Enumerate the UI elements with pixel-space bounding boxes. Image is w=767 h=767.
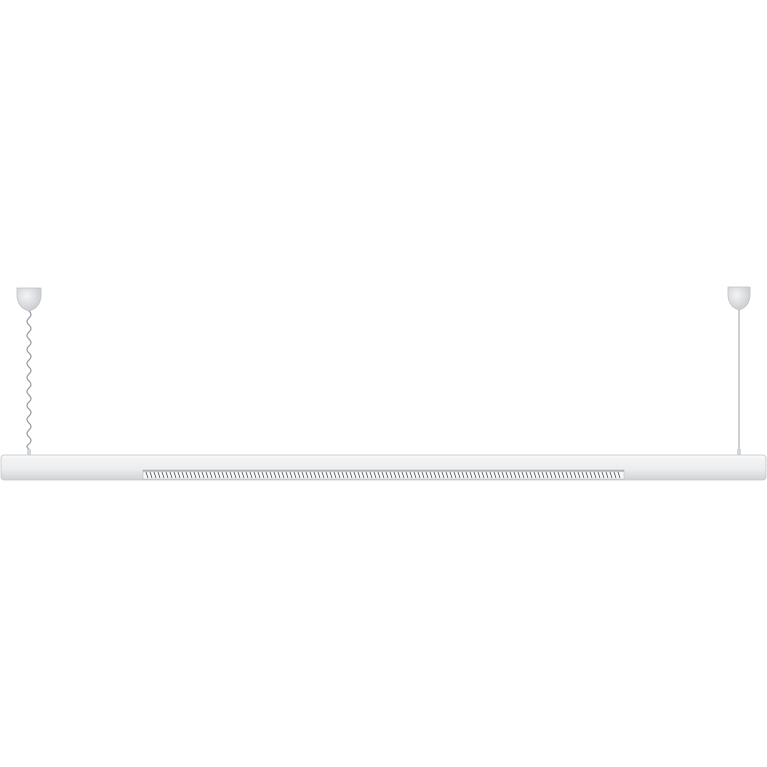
left-canopy [16, 287, 42, 312]
louver-opening [142, 469, 625, 480]
right-connector [737, 449, 741, 456]
left-connector [27, 449, 31, 456]
left-coiled-cable [26, 310, 32, 450]
luminaire-body [0, 454, 767, 481]
right-canopy [727, 286, 751, 311]
louver-fins [143, 470, 624, 479]
